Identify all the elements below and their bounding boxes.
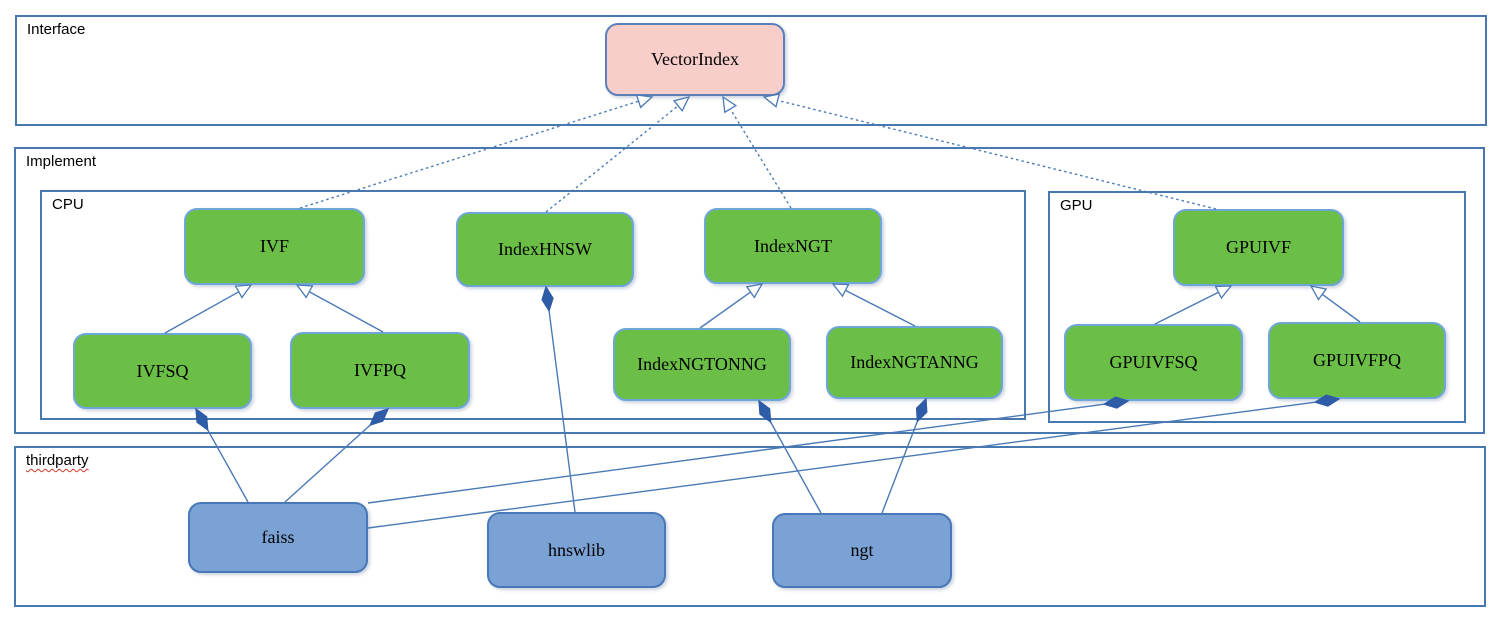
node-indexngt-label: IndexNGT [754, 235, 832, 256]
node-hnswlib-label: hnswlib [547, 539, 605, 560]
node-vectorindex-label: VectorIndex [651, 49, 739, 69]
node-indexhnsw-label: IndexHNSW [498, 239, 592, 259]
node-gpuivf[interactable]: GPUIVF [1173, 209, 1344, 286]
node-gpuivfpq-label: GPUIVFPQ [1312, 350, 1402, 370]
node-indexngt[interactable]: IndexNGT [704, 208, 882, 284]
node-faiss[interactable]: faiss [188, 502, 368, 573]
node-faiss-label: faiss [261, 527, 295, 547]
node-vectorindex[interactable]: VectorIndex [605, 23, 785, 96]
node-ivfpq[interactable]: IVFPQ [290, 332, 470, 409]
node-ngt-label: ngt [850, 540, 874, 560]
container-cpu-label: CPU [52, 196, 84, 213]
node-ivf-label: IVF [259, 236, 289, 256]
container-gpu-label: GPU [1060, 197, 1093, 214]
node-gpuivf-label: GPUIVF [1225, 237, 1291, 257]
node-ivfsq[interactable]: IVFSQ [73, 333, 252, 409]
container-interface-label: Interface [27, 21, 86, 38]
node-gpuivfpq[interactable]: GPUIVFPQ [1268, 322, 1446, 399]
node-indexhnsw[interactable]: IndexHNSW [456, 212, 634, 287]
container-thirdparty-label: thirdparty [26, 452, 89, 469]
node-gpuivfsq-label: GPUIVFSQ [1109, 352, 1198, 372]
container-implement-label: Implement [26, 153, 97, 170]
node-ngt[interactable]: ngt [772, 513, 952, 588]
node-indexngtanng-label: IndexNGTANNG [850, 352, 979, 372]
node-indexngtonng[interactable]: IndexNGTONNG [613, 328, 791, 401]
node-indexngtanng[interactable]: IndexNGTANNG [826, 326, 1003, 399]
node-ivf[interactable]: IVF [184, 208, 365, 285]
node-indexngtonng-label: IndexNGTONNG [637, 354, 767, 374]
node-ivfsq-label: IVFSQ [136, 360, 189, 381]
node-hnswlib[interactable]: hnswlib [487, 512, 666, 588]
node-ivfpq-label: IVFPQ [353, 360, 406, 380]
node-gpuivfsq[interactable]: GPUIVFSQ [1064, 324, 1243, 401]
